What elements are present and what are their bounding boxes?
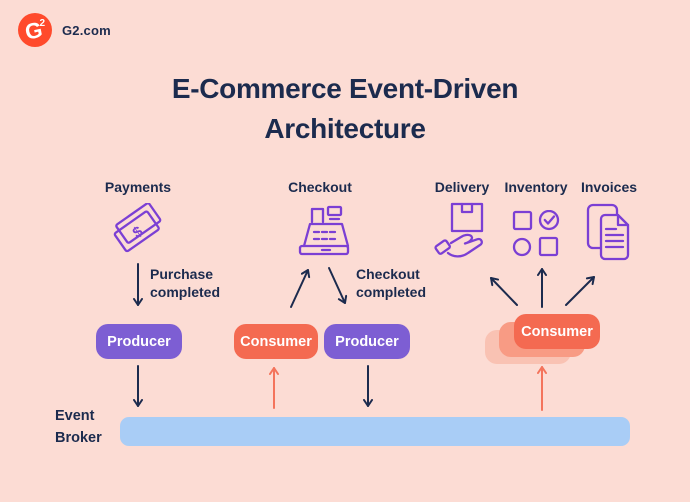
- label-inventory: Inventory: [504, 179, 568, 195]
- logo-superscript: 2: [39, 18, 45, 29]
- arrow-consumer-mid-to-checkout: [290, 269, 311, 308]
- title-line-2: Architecture: [264, 113, 426, 145]
- event-purchase-completed: Purchase completed: [150, 266, 221, 300]
- consumer-node-fulfillment: Consumer: [514, 314, 600, 349]
- site-name: G2.com: [62, 23, 111, 38]
- g2-logo-icon: G 2: [18, 13, 52, 47]
- page-title: E-Commerce Event-Driven Architecture: [0, 69, 690, 149]
- event-broker-bar: [120, 417, 630, 446]
- label-delivery: Delivery: [434, 179, 490, 195]
- arrow-consumer-right-to-invoices: [565, 276, 595, 306]
- label-checkout: Checkout: [288, 179, 352, 195]
- producer-node-payments: Producer: [96, 324, 182, 359]
- delivery-icon: [434, 201, 492, 259]
- producer-node-checkout: Producer: [324, 324, 410, 359]
- consumer-node-checkout: Consumer: [234, 324, 318, 359]
- money-icon: $: [107, 203, 171, 259]
- arrow-consumer-right-to-delivery: [490, 277, 518, 306]
- cash-register-icon: [296, 204, 352, 256]
- arrow-checkout-to-producer-mid: [328, 267, 348, 304]
- label-invoices: Invoices: [580, 179, 638, 195]
- event-checkout-completed: Checkout completed: [356, 266, 427, 300]
- inventory-icon: [511, 210, 561, 258]
- title-line-1: E-Commerce Event-Driven: [171, 73, 519, 104]
- event-broker-label: Event Broker: [55, 408, 102, 446]
- label-payments: Payments: [104, 179, 172, 195]
- invoices-icon: [581, 202, 635, 262]
